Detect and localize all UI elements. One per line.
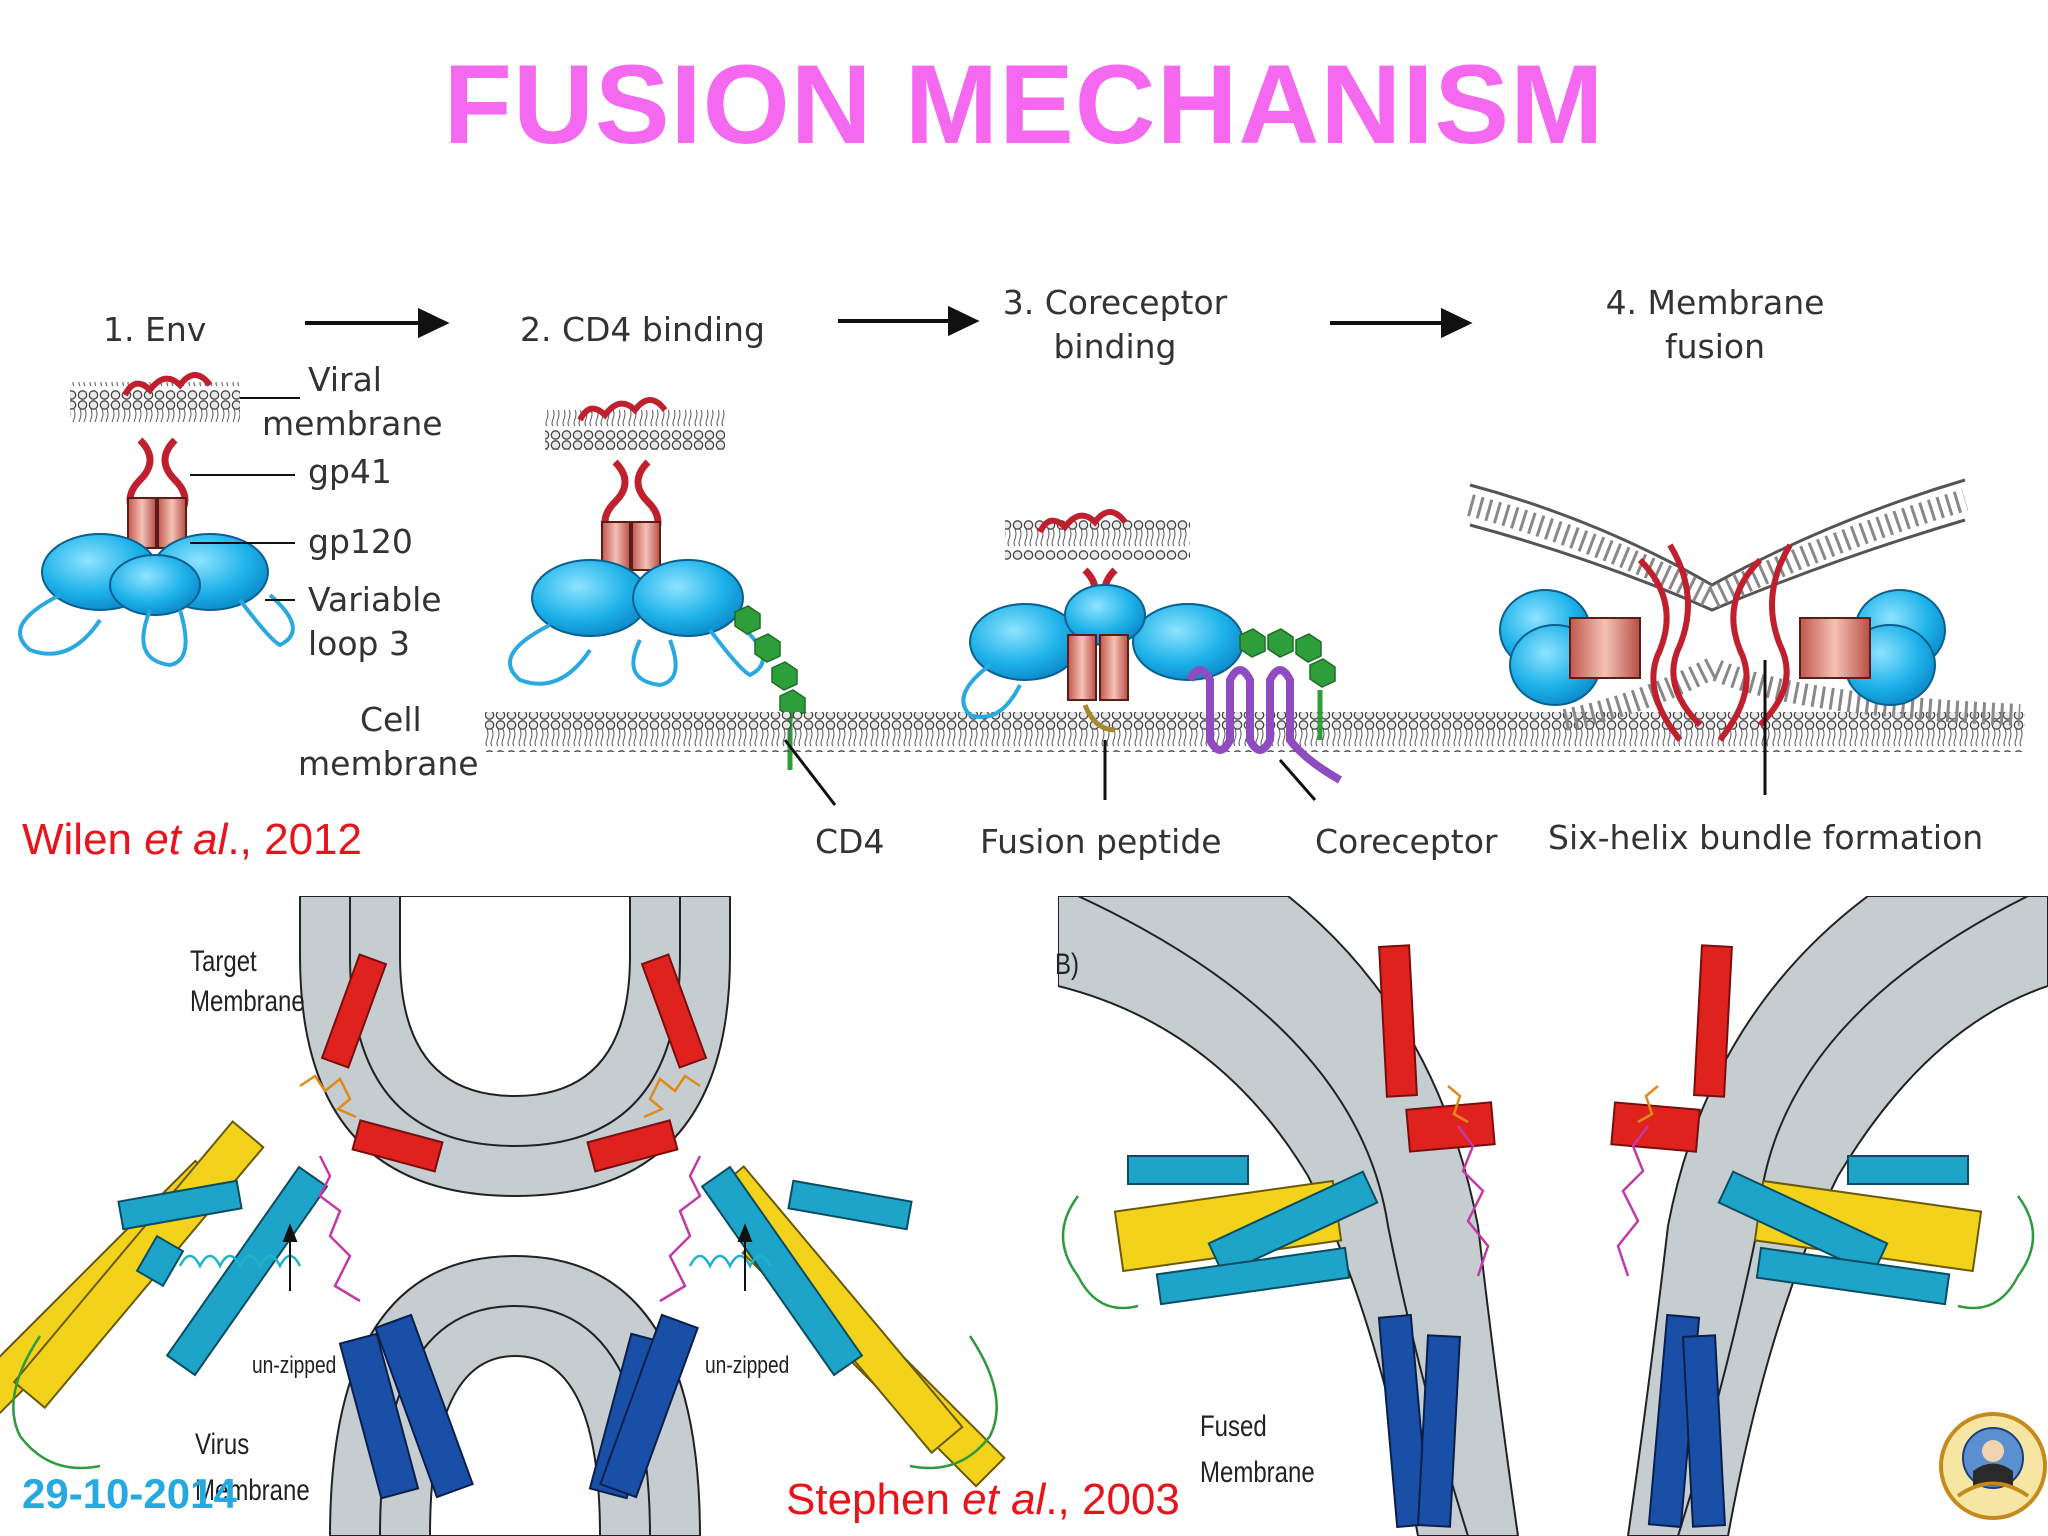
cell-membrane-label-1: Cell (360, 700, 422, 739)
variable-loop-label-2: loop 3 (308, 624, 410, 663)
fusion-peptide-label: Fusion peptide (980, 822, 1222, 861)
citation-stephen: Stephen et al., 2003 (786, 1475, 1180, 1524)
step-4-label-line2: fusion (1665, 327, 1765, 366)
step-4-label-line1: 4. Membrane (1605, 283, 1825, 322)
citation-wilen: Wilen et al., 2012 (22, 815, 362, 864)
step-3-label-line2: binding (1053, 327, 1177, 366)
viral-membrane-label-2: membrane (262, 404, 443, 443)
gp41-label: gp41 (308, 452, 392, 491)
virus-membrane-label-2: Membrane (195, 1474, 310, 1507)
unzipped-label-left: un-zipped (252, 1352, 337, 1379)
fusion-complex-4 (1467, 478, 2021, 795)
cell-membrane-label-2: membrane (298, 744, 479, 783)
slide-date: 29-10-2014 (22, 1470, 237, 1517)
target-membrane-label-1: Target (190, 945, 257, 978)
university-logo (1939, 1412, 2047, 1520)
viral-membrane-label-1: Viral (308, 360, 382, 399)
fused-membrane-label-1: Fused (1200, 1410, 1267, 1443)
coreceptor-label: Coreceptor (1315, 822, 1498, 861)
env-complex-3 (961, 509, 1342, 784)
gp120-label: gp120 (308, 522, 413, 561)
panel-letter-b: B) (1055, 948, 1079, 981)
fusion-structure-left (0, 896, 1006, 1536)
hiv-entry-diagram (18, 305, 2025, 806)
variable-loop-label-1: Variable (308, 580, 442, 619)
step-arrow (305, 305, 1473, 339)
step-2-label: 2. CD4 binding (520, 310, 765, 349)
step-1-label: 1. Env (103, 310, 207, 349)
target-membrane-label-2: Membrane (190, 985, 305, 1018)
step-3-label-line1: 3. Coreceptor (1002, 283, 1228, 322)
fusion-structure-right (1058, 896, 2048, 1536)
fused-membrane-label-2: Membrane (1200, 1456, 1315, 1489)
virus-membrane-label-1: Virus (195, 1428, 250, 1461)
six-helix-label: Six-helix bundle formation (1548, 818, 1984, 857)
slide-title: FUSION MECHANISM (443, 42, 1605, 167)
env-complex-1 (18, 372, 300, 668)
unzipped-label-right: un-zipped (705, 1352, 790, 1379)
env-complex-2 (508, 397, 806, 770)
cd4-label: CD4 (815, 822, 885, 861)
